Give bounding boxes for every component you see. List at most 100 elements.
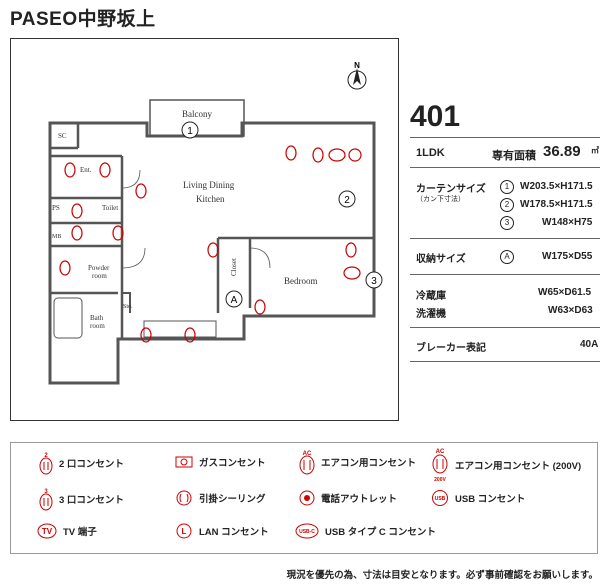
legend-lan: L LAN コンセント [175, 523, 269, 539]
usb-c-outlet-icon: USB-C [295, 523, 319, 539]
outlet-2-icon: 2 [39, 453, 53, 475]
outlet-icon [285, 145, 297, 161]
svg-text:3: 3 [44, 489, 48, 495]
legend-usb: USB USB コンセント [431, 490, 525, 506]
label-bath-1: Bath [90, 314, 104, 322]
north-compass-icon: N [347, 61, 367, 90]
washer-size: W63×D63 [548, 305, 593, 316]
phone-outlet-icon [299, 490, 315, 506]
outlet-icon [112, 225, 124, 241]
divider [410, 167, 600, 168]
outlet-icon [59, 260, 71, 276]
outlet-icon [140, 327, 152, 343]
legend-tv: TV TV 端子 [37, 523, 97, 539]
outlet-icon [184, 327, 196, 343]
storage-label: 収納サイズ [416, 254, 466, 265]
svg-text:TV: TV [42, 527, 53, 536]
curtain-label: カーテンサイズ [416, 184, 486, 195]
gas-outlet-icon [175, 456, 193, 468]
svg-text:3: 3 [371, 276, 377, 287]
outlet-icon [71, 225, 83, 241]
label-sc: SC [58, 132, 67, 140]
svg-text:AC: AC [436, 449, 445, 455]
outlet-3-icon: 3 [39, 489, 53, 511]
label-toilet: Toilet [102, 204, 118, 212]
footer-note: 現況を優先の為、寸法は目安となります。必ず事前確認をお願いします。 [286, 570, 598, 581]
label-ldk-1: Living Dining [183, 180, 235, 190]
tv-outlet-icon [343, 266, 361, 280]
svg-text:1: 1 [187, 126, 193, 137]
label-bedroom: Bedroom [284, 276, 318, 286]
legend-usbc: USB-C USB タイプ C コンセント [295, 523, 436, 539]
ceiling-hook-icon [176, 490, 192, 506]
label-sto: Sto. [123, 304, 133, 310]
closet-marker-a: A [225, 290, 243, 308]
outlet-icon [71, 203, 83, 219]
label-entrance: Ent. [80, 166, 92, 174]
lan-outlet-icon: L [176, 523, 192, 539]
curtain-sublabel: （カン下寸法） [416, 196, 465, 203]
lan-outlet-icon [348, 148, 362, 162]
outlet-icon [207, 242, 219, 258]
usb-outlet-icon: USB [432, 490, 448, 506]
outlet-icon [64, 162, 76, 178]
label-powder-2: room [92, 272, 107, 280]
legend-phone: 電話アウトレット [299, 490, 397, 506]
outlet-icon [99, 162, 111, 178]
tv-outlet-icon: TV [37, 523, 57, 539]
svg-text:2: 2 [44, 453, 48, 459]
svg-text:N: N [354, 61, 360, 70]
label-bath-2: room [90, 322, 105, 330]
floor-plan: Balcony Living Dining Kitchen Bedroom To… [48, 61, 383, 385]
svg-text:USB: USB [435, 496, 446, 502]
label-ps: PS [52, 204, 60, 212]
fridge-size: W65×D61.5 [538, 287, 592, 298]
area-label: 専有面積 [492, 150, 536, 162]
washer-label: 洗濯機 [416, 309, 446, 320]
label-closet: Closet [230, 258, 238, 276]
ac-outlet-icon: AC [299, 451, 315, 475]
unit-number: 401 [410, 100, 461, 133]
divider [410, 274, 600, 275]
svg-text:AC: AC [303, 451, 312, 457]
breaker-label: ブレーカー表記 [416, 343, 486, 354]
legend-outlet3: 3 3 口コンセント [39, 487, 124, 511]
outlet-icon [345, 242, 357, 258]
page-title: PASEO中野坂上 [10, 9, 156, 30]
tv-outlet-icon [328, 148, 346, 162]
legend-outlet2: 2 2 口コンセント [39, 451, 124, 475]
floor-plan-frame [10, 38, 399, 421]
svg-text:USB-C: USB-C [299, 529, 315, 535]
area-unit: ㎡ [591, 146, 599, 155]
label-mb: MB [52, 234, 61, 240]
label-balcony: Balcony [182, 109, 212, 119]
divider [410, 137, 600, 138]
svg-text:200V: 200V [434, 477, 446, 483]
label-powder-1: Powder [88, 264, 110, 272]
breaker-value: 40A [580, 339, 599, 350]
layout-type: 1LDK [416, 147, 445, 159]
divider [410, 238, 600, 239]
svg-text:L: L [182, 527, 187, 536]
window-marker-1: 1 [181, 121, 199, 139]
area-value: 36.89 [543, 143, 581, 160]
legend-gas: ガスコンセント [175, 455, 266, 469]
legend-ceiling: 引掛シーリング [175, 490, 266, 506]
outlet-icon [254, 299, 266, 315]
divider [410, 361, 600, 362]
window-marker-2: 2 [338, 190, 356, 208]
ac-200v-outlet-icon: AC 200V [432, 449, 448, 483]
legend-ac: AC エアコン用コンセント [299, 449, 416, 475]
window-marker-3: 3 [365, 271, 383, 289]
outlet-icon [135, 183, 147, 199]
outlet-icon [312, 147, 324, 163]
svg-text:A: A [231, 295, 238, 306]
divider [410, 327, 600, 328]
legend-panel: 2 2 口コンセント 3 3 口コンセント TV TV 端子 ガスコンセント 引… [10, 442, 598, 554]
fridge-label: 冷蔵庫 [416, 291, 446, 302]
